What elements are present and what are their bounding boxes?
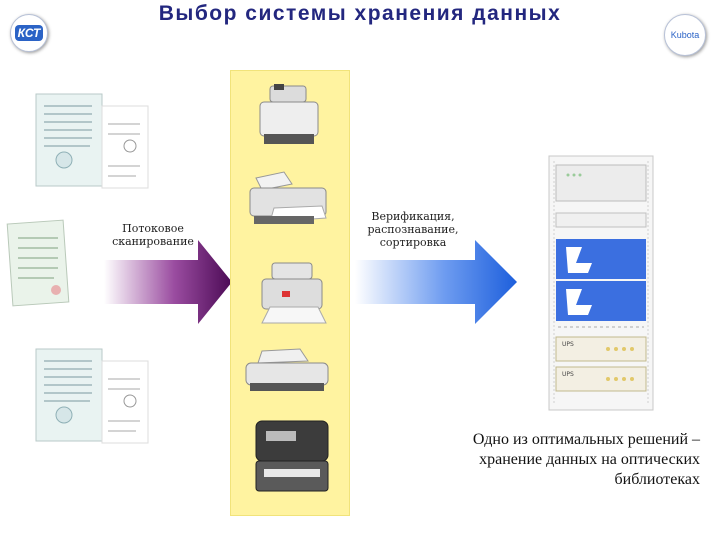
production-scanner-icon [245, 348, 329, 391]
rack-unit-label-1: UPS [562, 341, 574, 348]
conclusion-caption: Одно из оптимальных решений – хранение д… [380, 430, 700, 490]
caption-line1: Одно из оптимальных решений – [472, 431, 700, 448]
kubota-logo: Kubota [664, 14, 706, 56]
page-title: Выбор системы хранения данных [158, 2, 562, 25]
caption-line3: библиотеках [614, 471, 700, 488]
verify-label: Верификация, распознавание, сортировка [352, 210, 474, 249]
scan-label-line1: Потоковое [122, 222, 184, 235]
verify-label-line1: Верификация, [371, 210, 455, 223]
verify-arrow [355, 240, 517, 324]
company-logo-left: КСТ [10, 14, 48, 52]
document-scanner-icon [249, 171, 327, 224]
logo-left-text: КСТ [14, 25, 44, 41]
verify-label-line3: сортировка [379, 236, 447, 249]
certificate-doc-2 [6, 219, 70, 307]
caption-line2: хранение данных на оптических [479, 451, 700, 468]
flatbed-scanner-icon [259, 84, 319, 144]
certificate-doc-3 [35, 348, 149, 444]
desktop-scanner-icon [261, 262, 327, 324]
optical-library-rack: UPS UPS [548, 155, 654, 411]
certificate-doc-1 [35, 93, 149, 189]
verify-label-line2: распознавание, [367, 223, 459, 236]
scan-label: Потоковое сканирование [105, 222, 201, 248]
scan-arrow [104, 240, 232, 324]
logo-right-text: Kubota [670, 30, 700, 40]
scan-label-line2: сканирование [112, 235, 194, 248]
high-volume-scanner-icon [255, 420, 329, 492]
rack-unit-label-2: UPS [562, 371, 574, 378]
